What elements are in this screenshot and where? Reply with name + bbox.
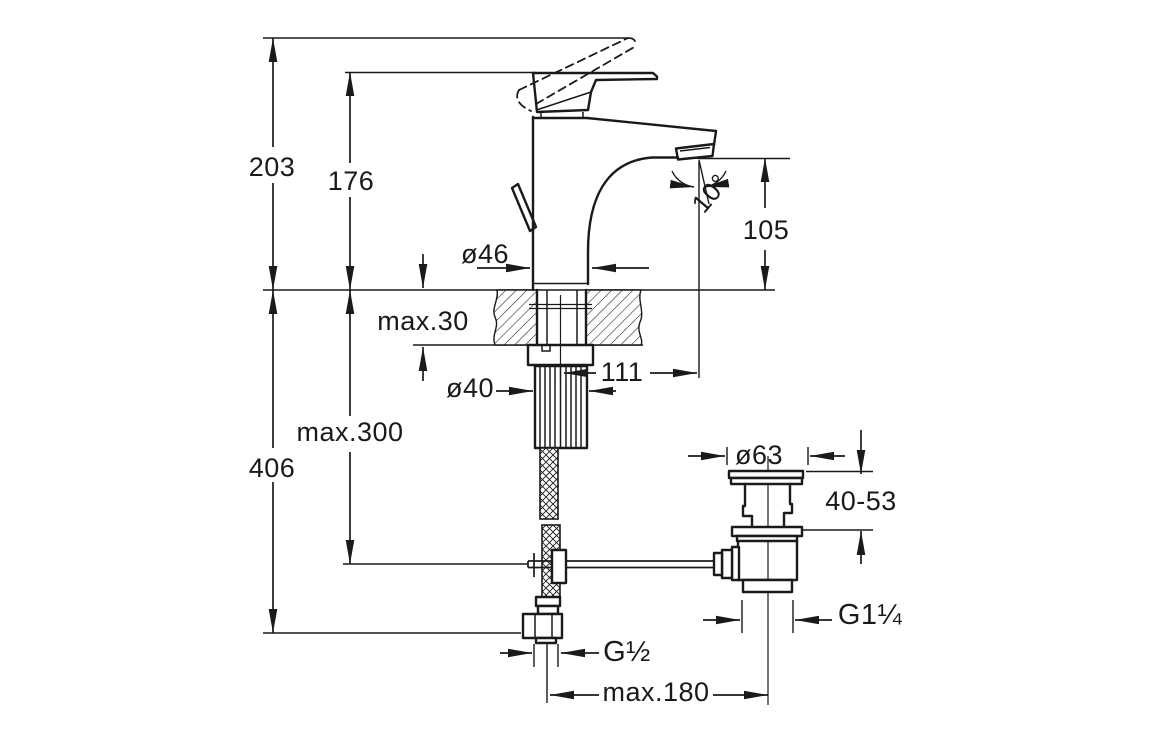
dim-label-max300: max.300 [296,417,403,447]
countertop-hatch-left [493,289,538,346]
dimension-hose-drop: max.300 [296,290,403,564]
hose-hex-nut [521,612,564,640]
popup-pull-rod [510,182,538,233]
popup-rod-linkage [527,548,714,585]
dimension-waste-connection: G1¼ [703,599,902,631]
dimension-rod-to-waste: max.180 [550,677,768,707]
dim-label-dia63: ø63 [735,440,783,470]
dim-label-40-53: 40-53 [825,486,897,516]
spout-top [585,116,718,133]
dim-label-max180: max.180 [602,677,709,707]
dim-label-dia40: ø40 [446,373,494,403]
rod-ball-joint [712,551,724,577]
dim-label-406: 406 [249,453,296,483]
waste-flange [730,525,804,538]
dimension-spout-angle: 10° [669,168,735,219]
dimension-supply-connection: G½ [500,636,651,668]
dimension-waste-flange-diameter: ø63 [688,440,845,470]
extension-lines [263,37,873,705]
supply-hose [521,447,564,645]
popup-waste-assembly [712,469,805,594]
dim-label-111: 111 [601,357,644,387]
dimension-spout-reach: 111 [564,357,697,387]
rod-clamp [550,548,568,585]
dim-label-dia46: ø46 [461,239,509,269]
countertop-hatch-right [585,289,643,346]
countertop-section [493,289,643,346]
dim-label-105: 105 [743,215,790,245]
dimension-spout-clearance: 105 [743,158,790,290]
dim-label-10deg: 10° [685,168,734,219]
spout-underside [586,156,680,286]
waste-tailpiece [741,578,794,594]
thread-ribs [539,366,582,448]
handle-raised-position [516,37,637,112]
dimension-deck-thickness: max.30 [377,254,469,381]
aerator [674,142,716,161]
dimension-shank-diameter: ø40 [446,373,616,403]
mounting-shank [526,288,595,450]
dim-label-g114: G1¼ [838,599,903,631]
dimension-below-deck-height: 406 [249,290,296,633]
dimension-total-height: 203 [249,38,296,290]
dimension-body-diameter: ø46 [461,239,649,273]
handle-lever [531,71,659,114]
dimension-handle-height: 176 [328,72,375,290]
dim-label-203: 203 [249,152,296,182]
dim-label-176: 176 [328,166,375,196]
dim-label-max30: max.30 [377,306,469,336]
faucet-body [510,71,718,292]
dim-label-g12: G½ [603,636,651,668]
dimension-basin-thickness-range: 40-53 [825,430,897,564]
